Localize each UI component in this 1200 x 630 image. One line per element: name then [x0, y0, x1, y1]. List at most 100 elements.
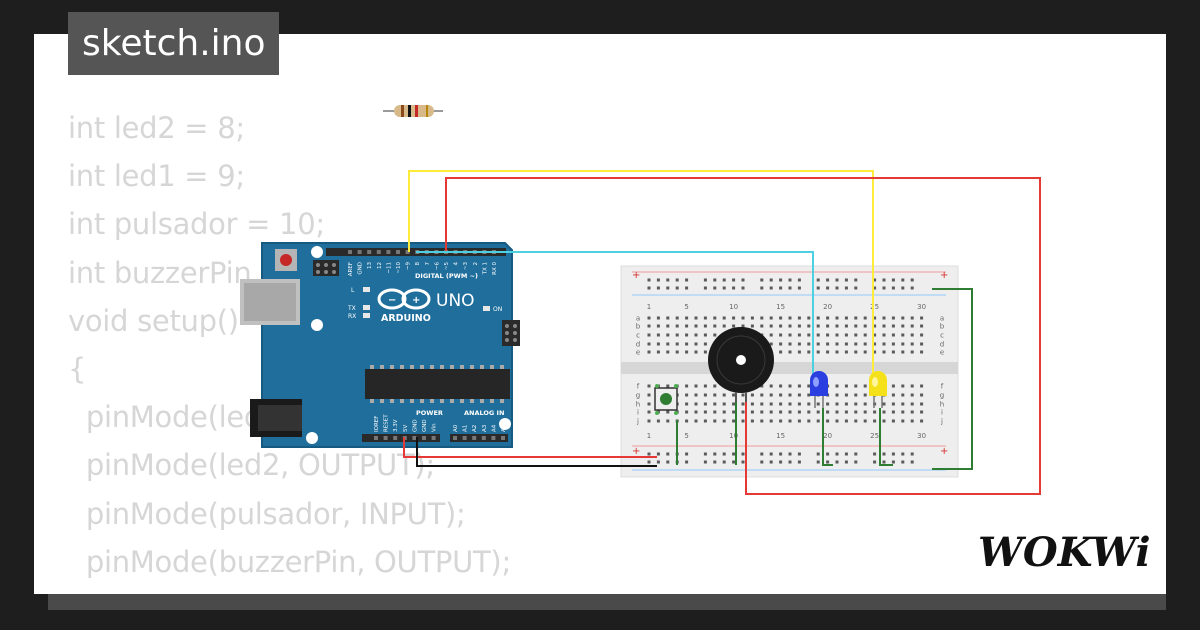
top-pin-label: 2: [473, 262, 479, 266]
bottom-pin-label: GND: [412, 419, 418, 432]
top-pin-label: 12: [377, 262, 383, 269]
column-number: 30: [917, 303, 926, 311]
bottom-pin-label: Vin: [432, 423, 438, 432]
code-line: pinMode(led2, OUTPUT);: [68, 448, 435, 483]
top-pin-label: ~5: [444, 262, 450, 271]
svg-text:+: +: [632, 446, 640, 457]
svg-text:UNO: UNO: [436, 291, 475, 311]
top-pin-label: AREF: [348, 262, 354, 276]
svg-text:RX: RX: [348, 313, 356, 320]
code-preview: int led2 = 8; int led1 = 9; int pulsador…: [68, 104, 511, 594]
code-line: int pulsador = 10;: [68, 207, 325, 242]
column-number: 15: [776, 303, 785, 311]
code-line: int led2 = 8;: [68, 111, 245, 145]
row-letter: a: [636, 315, 640, 323]
bottom-pin-label: A5: [501, 424, 507, 432]
analog-header: [450, 434, 508, 442]
top-pin-label: 4: [454, 262, 460, 266]
top-pin-label: GND: [358, 262, 364, 275]
column-number: 25: [870, 432, 879, 440]
row-letter: c: [636, 332, 640, 340]
wire-cyan: [416, 251, 814, 380]
row-letter: h: [636, 401, 640, 409]
column-number: 20: [823, 432, 832, 440]
top-pin-label: ~11: [386, 262, 392, 274]
top-pin-label: ~10: [396, 262, 402, 274]
atmega-chip: [365, 369, 510, 399]
row-letter: b: [940, 323, 945, 331]
bottom-pin-label: A2: [472, 425, 478, 432]
column-number: 15: [776, 432, 785, 440]
code-line: pinMode(pulsador, INPUT);: [68, 496, 466, 531]
svg-text:+: +: [412, 295, 420, 306]
svg-text:+: +: [632, 270, 640, 281]
code-line: {: [68, 352, 87, 387]
arduino-logo: − + UNO ARDUINO: [377, 288, 475, 324]
column-number: 30: [917, 432, 926, 440]
row-letter: g: [636, 392, 640, 400]
row-letter: c: [940, 332, 944, 340]
wires[interactable]: [403, 170, 1041, 495]
wokwi-logo: WOKWi: [978, 529, 1151, 576]
wire-green-led1: [822, 408, 833, 466]
svg-text:ARDUINO: ARDUINO: [381, 313, 431, 324]
pushbutton[interactable]: [654, 384, 678, 415]
buzzer[interactable]: [708, 327, 774, 402]
svg-text:ON: ON: [493, 306, 502, 313]
bottom-pin-label: 5V: [403, 425, 409, 432]
wire-red-top: [445, 177, 1041, 495]
resistor[interactable]: [383, 105, 443, 117]
top-pin-label: ~3: [463, 262, 469, 271]
top-pin-label: 7: [425, 262, 431, 266]
digital-label: DIGITAL (PWM ~): [415, 272, 478, 280]
svg-text:POWER: POWER: [416, 409, 443, 417]
row-letter: i: [941, 409, 943, 417]
svg-text:ANALOG IN: ANALOG IN: [464, 409, 504, 417]
row-letter: d: [636, 341, 640, 349]
bottom-pin-label: A4: [491, 424, 497, 432]
row-letter: i: [637, 409, 639, 417]
row-letter: f: [941, 383, 944, 391]
top-pin-label: ~9: [406, 262, 412, 271]
bottom-pin-label: A1: [463, 425, 469, 432]
column-number: 5: [684, 303, 688, 311]
bottom-pin-label: A3: [482, 424, 488, 432]
top-pin-label: ~6: [434, 262, 440, 271]
power-header: [362, 434, 440, 442]
wire-green-right: [932, 288, 973, 470]
wire-green-led2: [879, 408, 893, 466]
column-number: 5: [684, 432, 688, 440]
code-line: pinMode(buzzerPin, OUTPUT);: [68, 544, 511, 579]
led-blue[interactable]: [810, 371, 828, 408]
row-letter: e: [636, 349, 640, 357]
top-pin-label: RX 0: [492, 262, 498, 275]
column-number: 1: [647, 432, 651, 440]
row-letter: h: [940, 401, 944, 409]
sketch-filename-tab[interactable]: sketch.ino: [68, 12, 280, 75]
led-yellow[interactable]: [869, 371, 887, 408]
bottom-pin-label: 3.3V: [393, 419, 399, 432]
top-pin-label: 13: [367, 262, 373, 269]
bottom-pin-label: GND: [422, 419, 428, 432]
row-letter: d: [940, 341, 944, 349]
wire-black-gnd: [416, 437, 657, 467]
row-letter: b: [636, 323, 641, 331]
row-letter: j: [636, 418, 639, 426]
svg-text:TX: TX: [347, 305, 356, 312]
code-line: int led1 = 9;: [68, 159, 245, 194]
column-number: 1: [647, 303, 651, 311]
bottom-pin-label: IOREF: [374, 416, 380, 432]
column-number: 10: [729, 303, 738, 311]
svg-text:−: −: [388, 295, 396, 306]
column-number: 25: [870, 303, 879, 311]
bottom-pin-label: A0: [453, 424, 459, 432]
bottom-pin-label: RESET: [384, 414, 390, 432]
wire-red-5v: [403, 437, 657, 458]
code-line: void setup(): [68, 303, 239, 338]
row-letter: e: [940, 349, 944, 357]
row-letter: j: [940, 418, 943, 426]
svg-text:L: L: [351, 287, 355, 294]
